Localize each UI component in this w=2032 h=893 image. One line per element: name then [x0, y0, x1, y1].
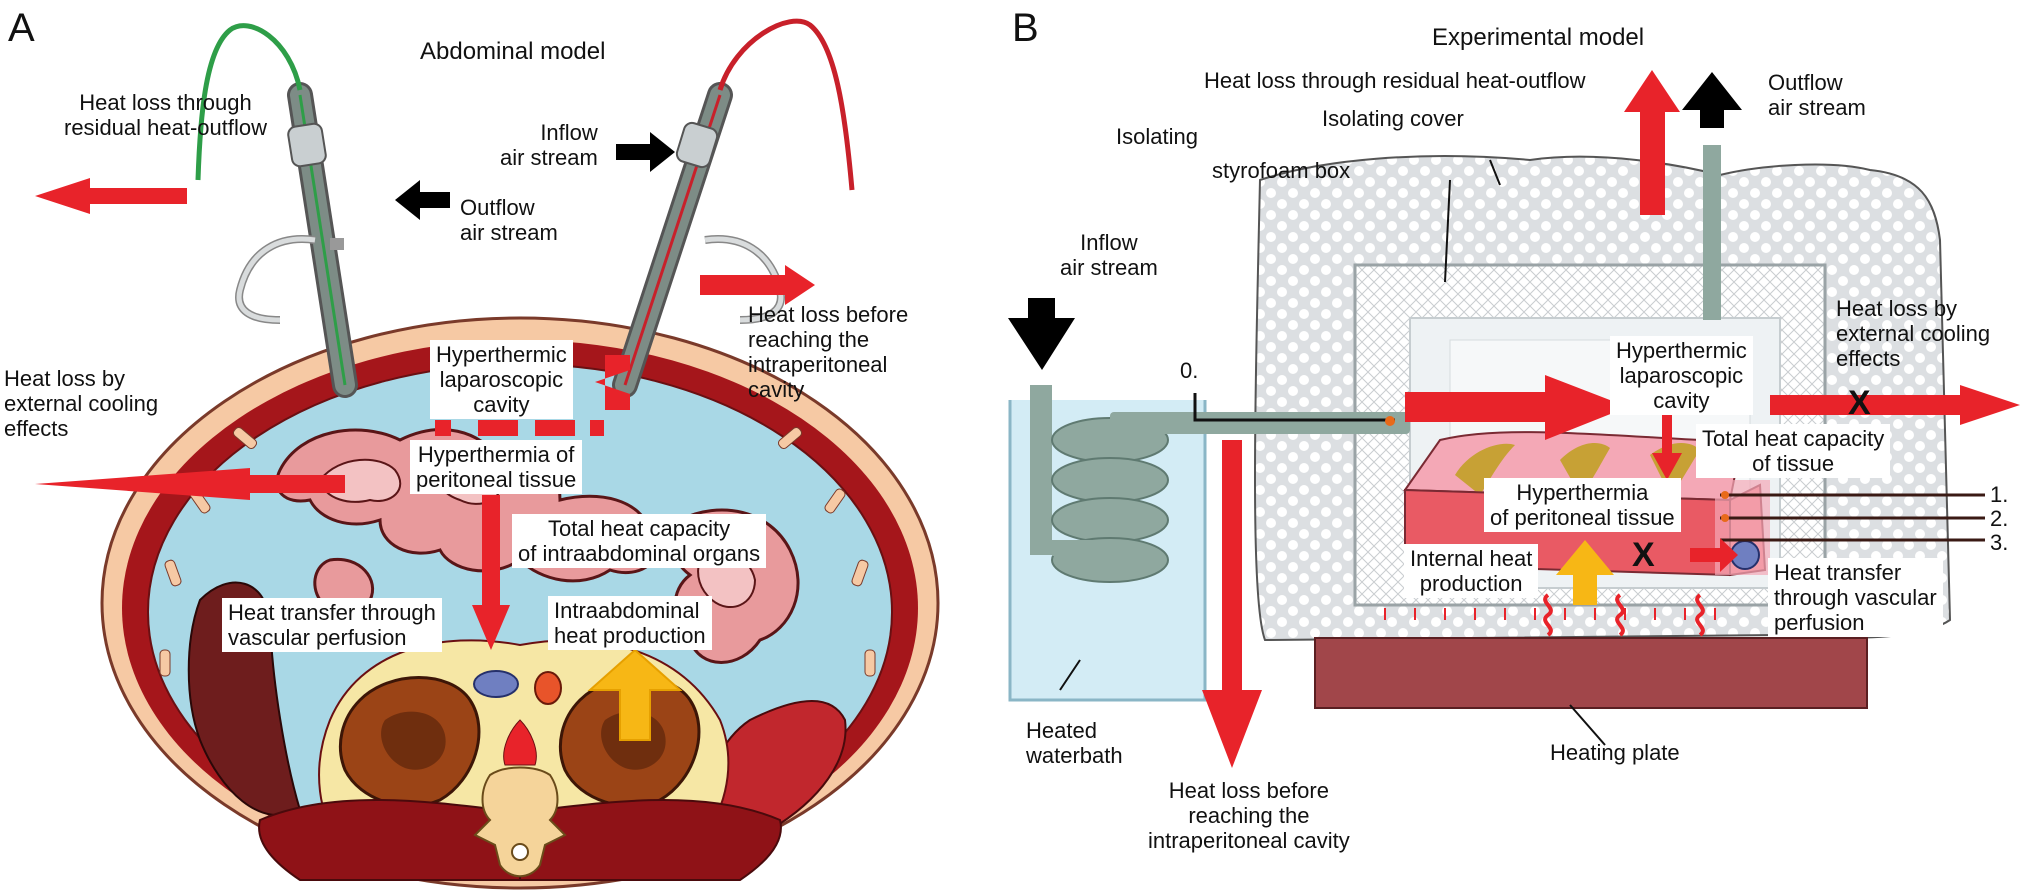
probe-tips — [1721, 491, 1729, 522]
b-hyperthermia-peritoneal-label: Hyperthermia of peritoneal tissue — [1484, 478, 1681, 532]
back-muscles-right — [518, 799, 782, 881]
panel-b-title: Experimental model — [1432, 24, 1645, 51]
heating-plate — [1314, 637, 1868, 709]
b-internal-heat-production-label: Internal heat production — [1404, 544, 1539, 598]
panel-a-title: Abdominal model — [420, 38, 606, 65]
vascular-arrow-icon — [1690, 538, 1738, 572]
external-cooling-arrow-icon — [35, 468, 345, 500]
probe-zero-wire — [1193, 393, 1395, 422]
a-heat-loss-external-label: Heat loss by external cooling effects — [4, 366, 159, 441]
b-isolating-cover-label: Isolating cover — [1322, 106, 1464, 131]
b-total-heat-capacity-label: Total heat capacity of tissue — [1696, 424, 1891, 478]
waterbath-rim — [1008, 400, 1207, 702]
probe-zero-tip — [1385, 416, 1395, 426]
inflow-arrow-icon — [1008, 298, 1075, 370]
inflow-arrow-icon — [616, 132, 675, 172]
external-cooling-arrow-icon — [1770, 385, 2020, 425]
heat-wave-icon — [1543, 593, 1705, 637]
cavity-dashes — [435, 420, 604, 436]
b-blocked-external-mark-icon: X — [1848, 384, 1871, 422]
vena-cava — [473, 670, 519, 698]
b-residual-heat-outflow-label: Heat loss through residual heat-outflow — [1204, 68, 1586, 93]
a-total-heat-capacity-label: Total heat capacity of intraabdominal or… — [512, 514, 767, 568]
outflow-arrow-icon — [395, 180, 450, 220]
heat-loss-before-arrow-icon — [700, 265, 815, 305]
heating-marks — [1384, 608, 1716, 620]
leader-lines — [1059, 159, 1606, 746]
inflow-pipe — [1030, 385, 1052, 555]
b-heat-transfer-vascular-label: Heat transfer through vascular perfusion — [1768, 558, 1943, 637]
a-hyperthermic-cavity-label: Hyperthermic laparoscopic cavity — [430, 340, 573, 419]
cavity-inflow-arrow-icon — [595, 355, 630, 410]
panel-a — [35, 18, 940, 890]
a-inflow-air-stream-label: Inflow air stream — [500, 120, 598, 170]
b-probe-zero-label: 0. — [1180, 358, 1199, 383]
heat-loss-before-arrow-icon — [1202, 440, 1262, 768]
inflow-tube-red — [717, 18, 855, 191]
thermometer-probe-icon — [1720, 493, 1985, 542]
vascular-arrow-icon — [472, 495, 510, 650]
b-inflow-air-stream-label: Inflow air stream — [1060, 230, 1158, 280]
b-blocked-internal-mark-icon: X — [1632, 536, 1655, 574]
outflow-tube-green — [195, 23, 303, 181]
left-kidney-pelvis — [381, 711, 446, 770]
back-muscles — [258, 799, 522, 881]
a-heat-transfer-vascular-label: Heat transfer through vascular perfusion — [222, 598, 442, 652]
transfer-tube — [1110, 412, 1410, 434]
b-probe-3-label: 3. — [1990, 530, 2009, 555]
b-isolating-label: Isolating — [1116, 124, 1198, 149]
a-residual-heat-outflow-label: Heat loss through residual heat-outflow — [64, 90, 268, 140]
a-outflow-air-stream-label: Outflow air stream — [460, 195, 558, 245]
b-heated-waterbath-label: Heated waterbath — [1026, 718, 1123, 768]
a-hyperthermia-peritoneal-label: Hyperthermia of peritoneal tissue — [410, 440, 583, 494]
b-styrofoam-box-label: styrofoam box — [1212, 158, 1351, 183]
b-heat-loss-external-label: Heat loss by external cooling effects — [1836, 296, 1991, 371]
panel-b-letter: B — [1012, 6, 1039, 50]
b-heating-plate-label: Heating plate — [1550, 740, 1680, 765]
crus — [503, 719, 537, 766]
panel-a-letter: A — [8, 6, 35, 50]
b-hyperthermic-cavity-label: Hyperthermic laparoscopic cavity — [1610, 336, 1753, 415]
cavity-inflow-arrow-icon — [1405, 375, 1628, 440]
b-probe-1-label: 1. — [1990, 482, 2009, 507]
cavity-down-arrow-icon — [1652, 410, 1682, 480]
coil-connector — [1052, 540, 1092, 556]
residual-heat-arrow-icon — [35, 178, 187, 214]
spinal-canal — [511, 843, 529, 861]
outflow-pipe — [1703, 145, 1721, 320]
a-intraabdominal-heat-production-label: Intraabdominal heat production — [548, 596, 712, 650]
residual-heat-arrow-icon — [1624, 70, 1680, 215]
heat-production-arrow-icon — [1556, 540, 1614, 605]
b-heat-loss-before-label: Heat loss before reaching the intraperit… — [1148, 778, 1350, 853]
b-probe-2-label: 2. — [1990, 506, 2009, 531]
trocar-right-icon — [612, 82, 785, 398]
aorta — [534, 671, 562, 705]
a-heat-loss-before-label: Heat loss before reaching the intraperit… — [748, 302, 909, 402]
b-outflow-air-stream-label: Outflow air stream — [1768, 70, 1866, 120]
vertebra — [473, 766, 567, 878]
wall-segments — [159, 426, 876, 677]
trocar-left-icon — [235, 82, 358, 398]
outflow-arrow-icon — [1682, 72, 1742, 128]
heat-production-arrow-icon — [587, 648, 683, 741]
